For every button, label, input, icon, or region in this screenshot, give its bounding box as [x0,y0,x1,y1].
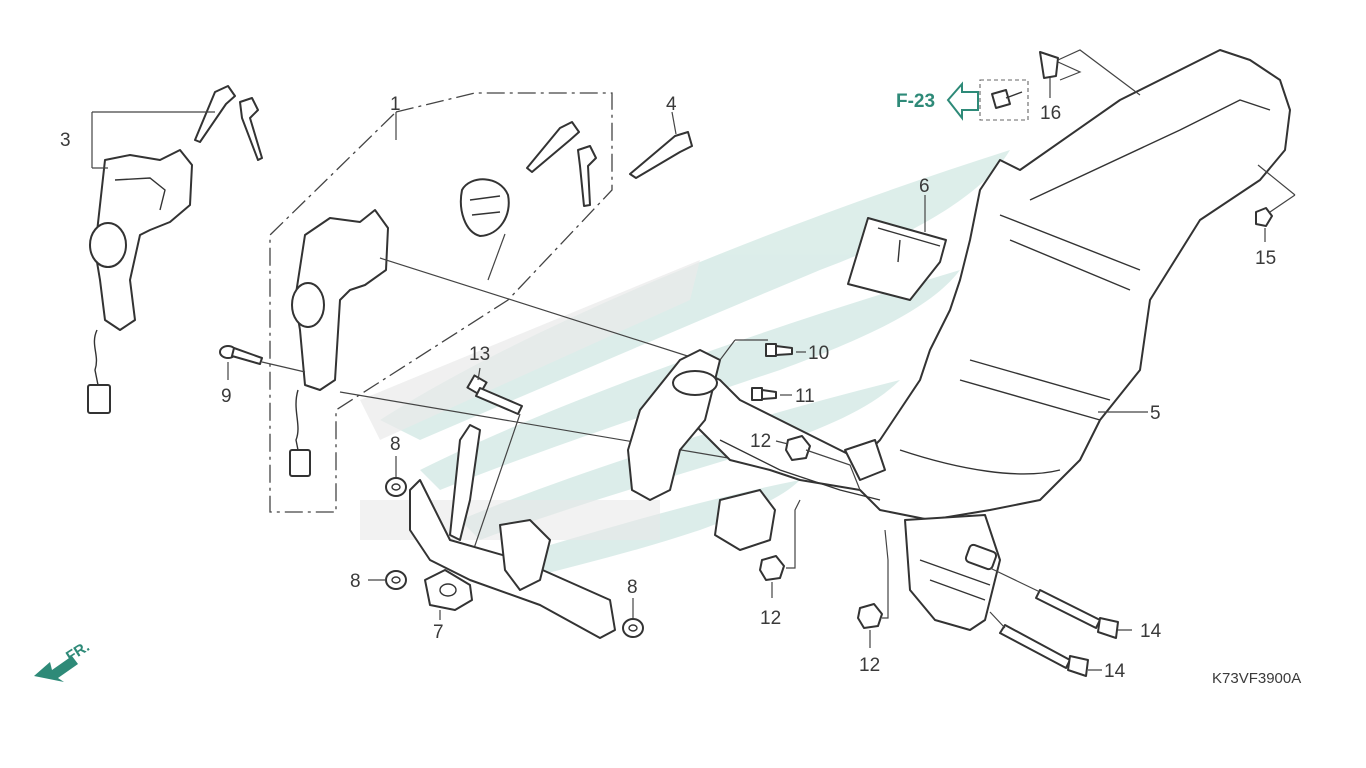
number-plate [847,217,947,301]
callout-15: 15 [1255,248,1276,269]
bolt-10 [765,343,793,357]
stand-bracket [409,424,616,639]
bolt-14a [1035,589,1119,639]
callout-8a: 8 [390,434,401,455]
kit-switch [289,121,597,477]
bolt-11 [751,387,777,401]
nut-15 [1255,207,1273,227]
reference-box [979,79,1029,121]
callout-14a: 14 [1140,621,1162,642]
callout-16: 16 [1040,103,1061,124]
callout-4: 4 [666,94,677,115]
kit-boundary [269,92,613,513]
key-blank [629,131,693,179]
callout-10: 10 [808,343,829,364]
drawing-code: K73VF3900A [1212,670,1301,687]
callout-1: 1 [390,94,401,115]
collar-12b [759,555,785,581]
reference-arrow-icon [946,81,979,121]
ignition-switch-assembly [87,85,263,414]
collar-12a [785,435,811,461]
callout-7: 7 [433,622,444,643]
grommet-8b [385,570,407,590]
callout-3: 3 [60,130,71,151]
bolt-14b [999,624,1089,677]
grommet-8c [622,618,644,638]
bolt-9 [219,345,263,365]
callout-14b: 14 [1104,661,1126,682]
front-direction-arrow-icon [34,656,78,682]
callout-12a: 12 [750,431,771,452]
callout-12b: 12 [760,608,781,629]
callout-11: 11 [795,386,815,407]
callout-9: 9 [221,386,232,407]
callout-13: 13 [469,344,490,365]
reference-label: F-23 [896,91,935,112]
callout-12c: 12 [859,655,880,676]
bolt-13 [466,374,523,415]
callout-8c: 8 [627,577,638,598]
callout-8b: 8 [350,571,361,592]
callout-6: 6 [919,176,930,197]
grommet-8a [385,477,407,497]
callout-5: 5 [1150,403,1161,424]
collar-12c [857,603,883,629]
frame-body [627,49,1291,631]
